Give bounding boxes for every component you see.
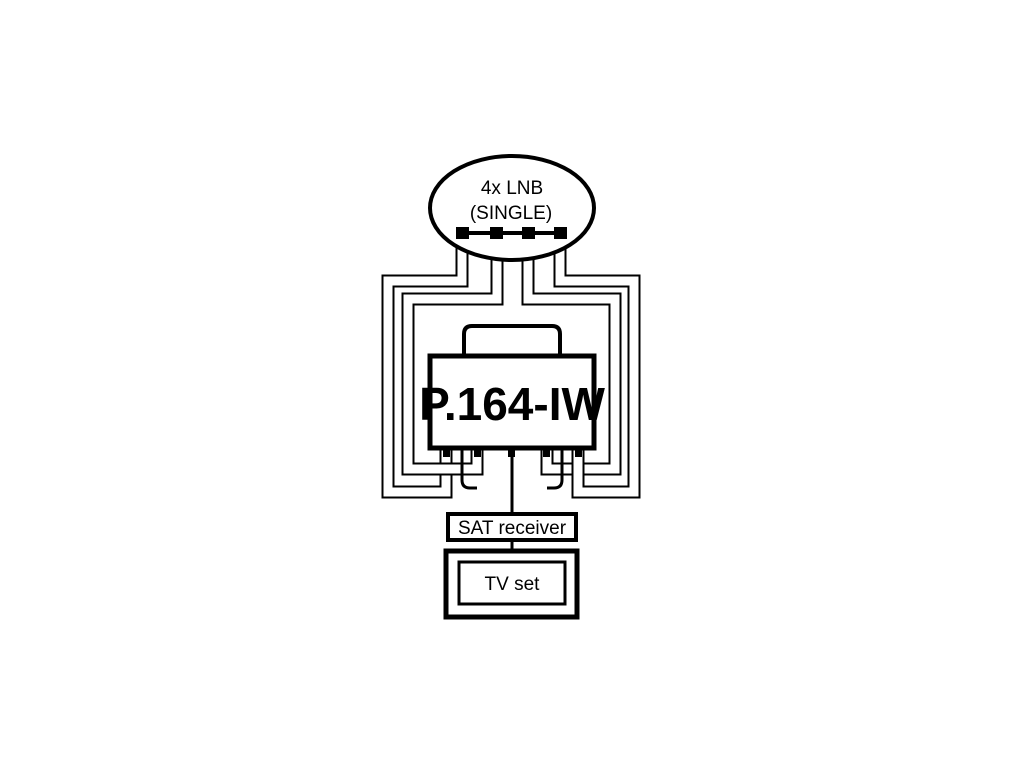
multiswitch-model-label: P.164-IW bbox=[419, 378, 605, 430]
sat-receiver-label: SAT receiver bbox=[458, 518, 567, 539]
lnb-group: 4x LNB (SINGLE) bbox=[428, 154, 596, 262]
switch-handle bbox=[462, 324, 562, 356]
cable-lnb-1 bbox=[381, 232, 469, 499]
tv-set: TV set bbox=[443, 548, 580, 620]
tv-screen bbox=[457, 560, 567, 606]
cable-loop-right bbox=[547, 448, 564, 490]
cable-lnb-3 bbox=[521, 232, 622, 476]
cable-loop-left bbox=[460, 448, 477, 490]
lnb-connector-4 bbox=[554, 227, 567, 239]
cable-lnb-4 bbox=[553, 232, 641, 499]
switch-pin-2 bbox=[474, 448, 481, 457]
lnb-connector-2 bbox=[490, 227, 503, 239]
lnb-connector-3 bbox=[522, 227, 535, 239]
lnb-label-line1: 4x LNB bbox=[481, 178, 543, 199]
switch-pin-5 bbox=[575, 448, 582, 457]
tv-label: TV set bbox=[485, 574, 541, 595]
switch-pin-1 bbox=[443, 448, 450, 457]
cable-lnb-2 bbox=[401, 232, 504, 476]
switch-pin-3 bbox=[508, 448, 515, 457]
lnb-label-line2: (SINGLE) bbox=[470, 203, 552, 224]
multiswitch: P.164-IW bbox=[419, 353, 605, 457]
lnb-connector-1 bbox=[456, 227, 469, 239]
switch-pin-4 bbox=[543, 448, 550, 457]
sat-receiver: SAT receiver bbox=[446, 512, 578, 542]
